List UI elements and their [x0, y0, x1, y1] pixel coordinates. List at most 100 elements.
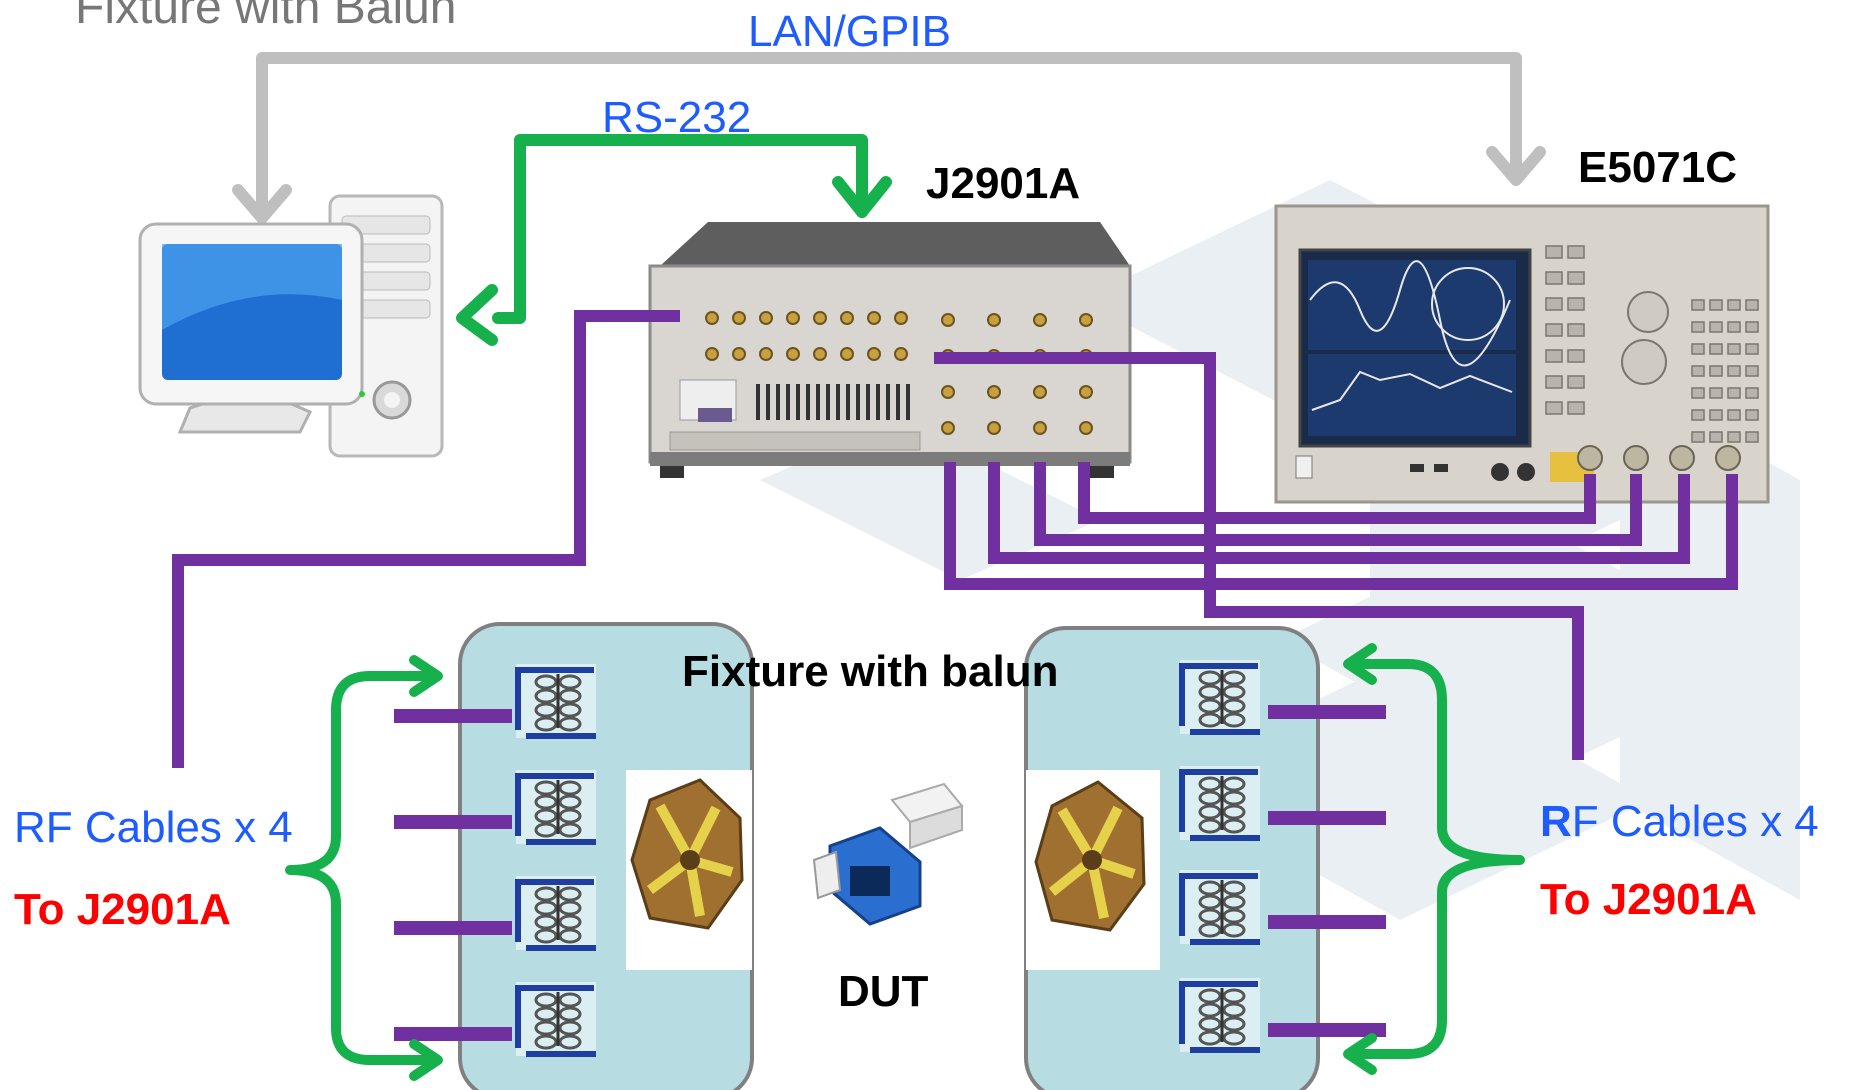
balun-icon: [515, 770, 596, 845]
vna-key: [1745, 365, 1759, 377]
switch-port: [813, 311, 827, 325]
vna-key: [1745, 431, 1759, 443]
switch-port: [1033, 313, 1047, 327]
switch-port: [987, 313, 1001, 327]
switch-port: [705, 347, 719, 361]
vna-key: [1745, 409, 1759, 421]
vna-key: [1745, 343, 1759, 355]
fixture-label: Fixture with balun: [682, 647, 1059, 696]
switch-port: [705, 311, 719, 325]
vna-key: [1691, 431, 1705, 443]
vna-key: [1545, 323, 1563, 337]
right-bracket-arrow: [1343, 643, 1525, 1075]
vna-key: [1567, 401, 1585, 415]
right-to-j2901a-label: To J2901A: [1540, 875, 1757, 924]
switch-port: [867, 311, 881, 325]
vna-key: [1545, 401, 1563, 415]
vna-key: [1727, 365, 1741, 377]
j2901a-switch-unit: [648, 222, 1132, 478]
switch-port: [894, 347, 908, 361]
vna-key: [1709, 387, 1723, 399]
left-rf-cables-label: RF Cables x 4: [14, 803, 293, 852]
switch-port: [786, 347, 800, 361]
switch-port: [867, 347, 881, 361]
vna-key: [1727, 409, 1741, 421]
balun-icon: [515, 664, 596, 739]
vna-key: [1727, 321, 1741, 333]
switch-port: [840, 311, 854, 325]
left-fixture-connector: [626, 770, 752, 970]
vna-key: [1727, 387, 1741, 399]
switch-port: [1033, 385, 1047, 399]
switch-port: [941, 385, 955, 399]
rs232-link: [456, 134, 892, 346]
vna-key: [1567, 297, 1585, 311]
vna-key: [1709, 299, 1723, 311]
vna-key: [1567, 271, 1585, 285]
vna-key: [1567, 375, 1585, 389]
switch-port: [759, 311, 773, 325]
right-fixture-connector: [1026, 770, 1160, 970]
dut-label: DUT: [838, 967, 929, 1016]
switch-port: [840, 347, 854, 361]
switch-port: [941, 313, 955, 327]
balun-icon: [515, 876, 596, 951]
dut-jack-icon: [812, 782, 964, 926]
switch-port: [813, 347, 827, 361]
left-to-j2901a-label: To J2901A: [14, 885, 231, 934]
vna-key: [1545, 245, 1563, 259]
vna-key: [1691, 365, 1705, 377]
balun-icon: [515, 982, 596, 1057]
j2901a-label: J2901A: [926, 159, 1081, 208]
vna-key: [1709, 431, 1723, 443]
vna-key: [1545, 297, 1563, 311]
balun-transformers: [515, 660, 1260, 1057]
rs232-label: RS-232: [602, 93, 752, 142]
right-rf-cables-first-letter: R: [1540, 797, 1572, 846]
vna-key: [1691, 299, 1705, 311]
vna-key: [1567, 349, 1585, 363]
vna-key: [1691, 409, 1705, 421]
vna-key: [1545, 375, 1563, 389]
switch-port: [1079, 385, 1093, 399]
vna-key: [1709, 409, 1723, 421]
lan-gpib-link: [232, 52, 1546, 224]
rf-cable-routing: [172, 310, 1738, 768]
switch-port: [987, 421, 1001, 435]
vna-key: [1745, 299, 1759, 311]
switch-port: [732, 311, 746, 325]
lan-gpib-label: LAN/GPIB: [748, 7, 951, 56]
vna-key: [1709, 365, 1723, 377]
balun-icon: [1179, 766, 1260, 841]
vna-key: [1545, 349, 1563, 363]
vna-key: [1709, 343, 1723, 355]
computer-icon: [138, 194, 444, 458]
vna-key: [1567, 323, 1585, 337]
switch-port: [1079, 313, 1093, 327]
switch-port: [759, 347, 773, 361]
vna-key: [1691, 343, 1705, 355]
vna-key: [1567, 245, 1585, 259]
right-rf-cables-label: RF Cables x 4: [1540, 800, 1819, 844]
vna-key: [1709, 321, 1723, 333]
switch-port: [941, 421, 955, 435]
fixture-cable-stubs: [394, 705, 1386, 1041]
e5071c-label: E5071C: [1578, 143, 1738, 192]
vna-key: [1745, 321, 1759, 333]
vna-key: [1691, 321, 1705, 333]
switch-port: [987, 385, 1001, 399]
balun-icon: [1179, 870, 1260, 945]
switch-port: [1033, 421, 1047, 435]
switch-port: [786, 311, 800, 325]
vna-key: [1727, 343, 1741, 355]
left-bracket-arrow: [285, 655, 443, 1081]
vna-key: [1691, 387, 1705, 399]
switch-port: [732, 347, 746, 361]
switch-port: [1079, 421, 1093, 435]
diagram-title: Fixture with Balun: [75, 0, 457, 34]
balun-icon: [1179, 660, 1260, 735]
vna-key: [1727, 299, 1741, 311]
switch-port: [894, 311, 908, 325]
balun-icon: [1179, 978, 1260, 1053]
